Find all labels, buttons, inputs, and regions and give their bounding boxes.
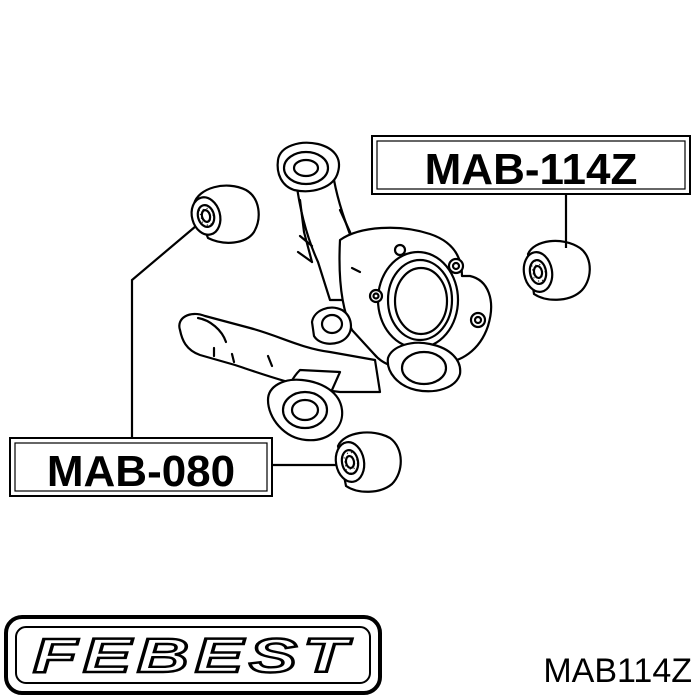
bushing-right-illustration [522,239,591,301]
callout-mab-080: MAB-080 [9,437,273,497]
logo-wordmark: FEBEST [33,630,353,683]
leader-upper-left-bushing [130,225,197,440]
febest-logo: FEBEST [4,615,382,695]
leader-lines [130,194,568,467]
rear-knuckle-illustration [178,141,493,442]
bushing-upper-left-illustration [190,184,260,244]
bushing-lower-illustration [334,431,402,493]
part-code: MAB114Z [543,652,692,690]
callout-label-top-right: MAB-114Z [425,145,638,194]
callout-label-bottom-left: MAB-080 [47,447,235,496]
callout-mab-114z: MAB-114Z [371,135,691,195]
